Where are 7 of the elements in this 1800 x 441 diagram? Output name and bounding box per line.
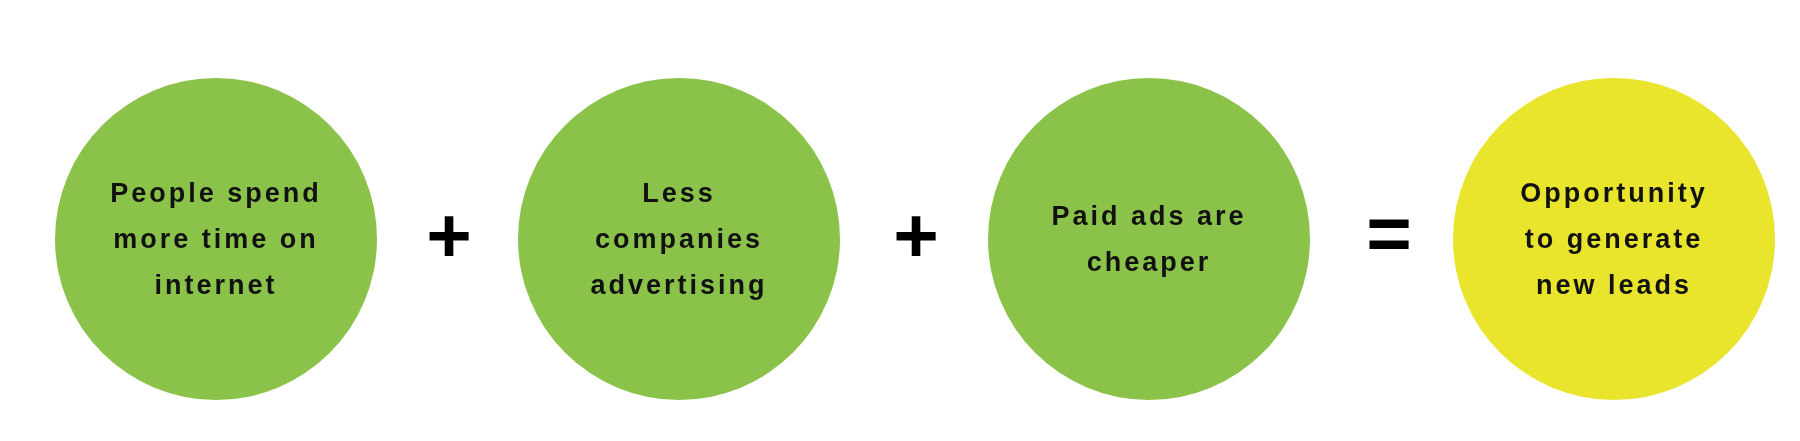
circle-text: Paid ads are cheaper [1050, 200, 1248, 279]
operator-sign: = [1365, 193, 1413, 273]
circle-text: Opportunity to generate new leads [1519, 177, 1709, 302]
operator-sign: + [425, 195, 473, 275]
operator-sign: + [892, 195, 940, 275]
circle-text: Less companies advertising [589, 177, 769, 302]
circle-text: People spend more time on internet [109, 177, 323, 302]
